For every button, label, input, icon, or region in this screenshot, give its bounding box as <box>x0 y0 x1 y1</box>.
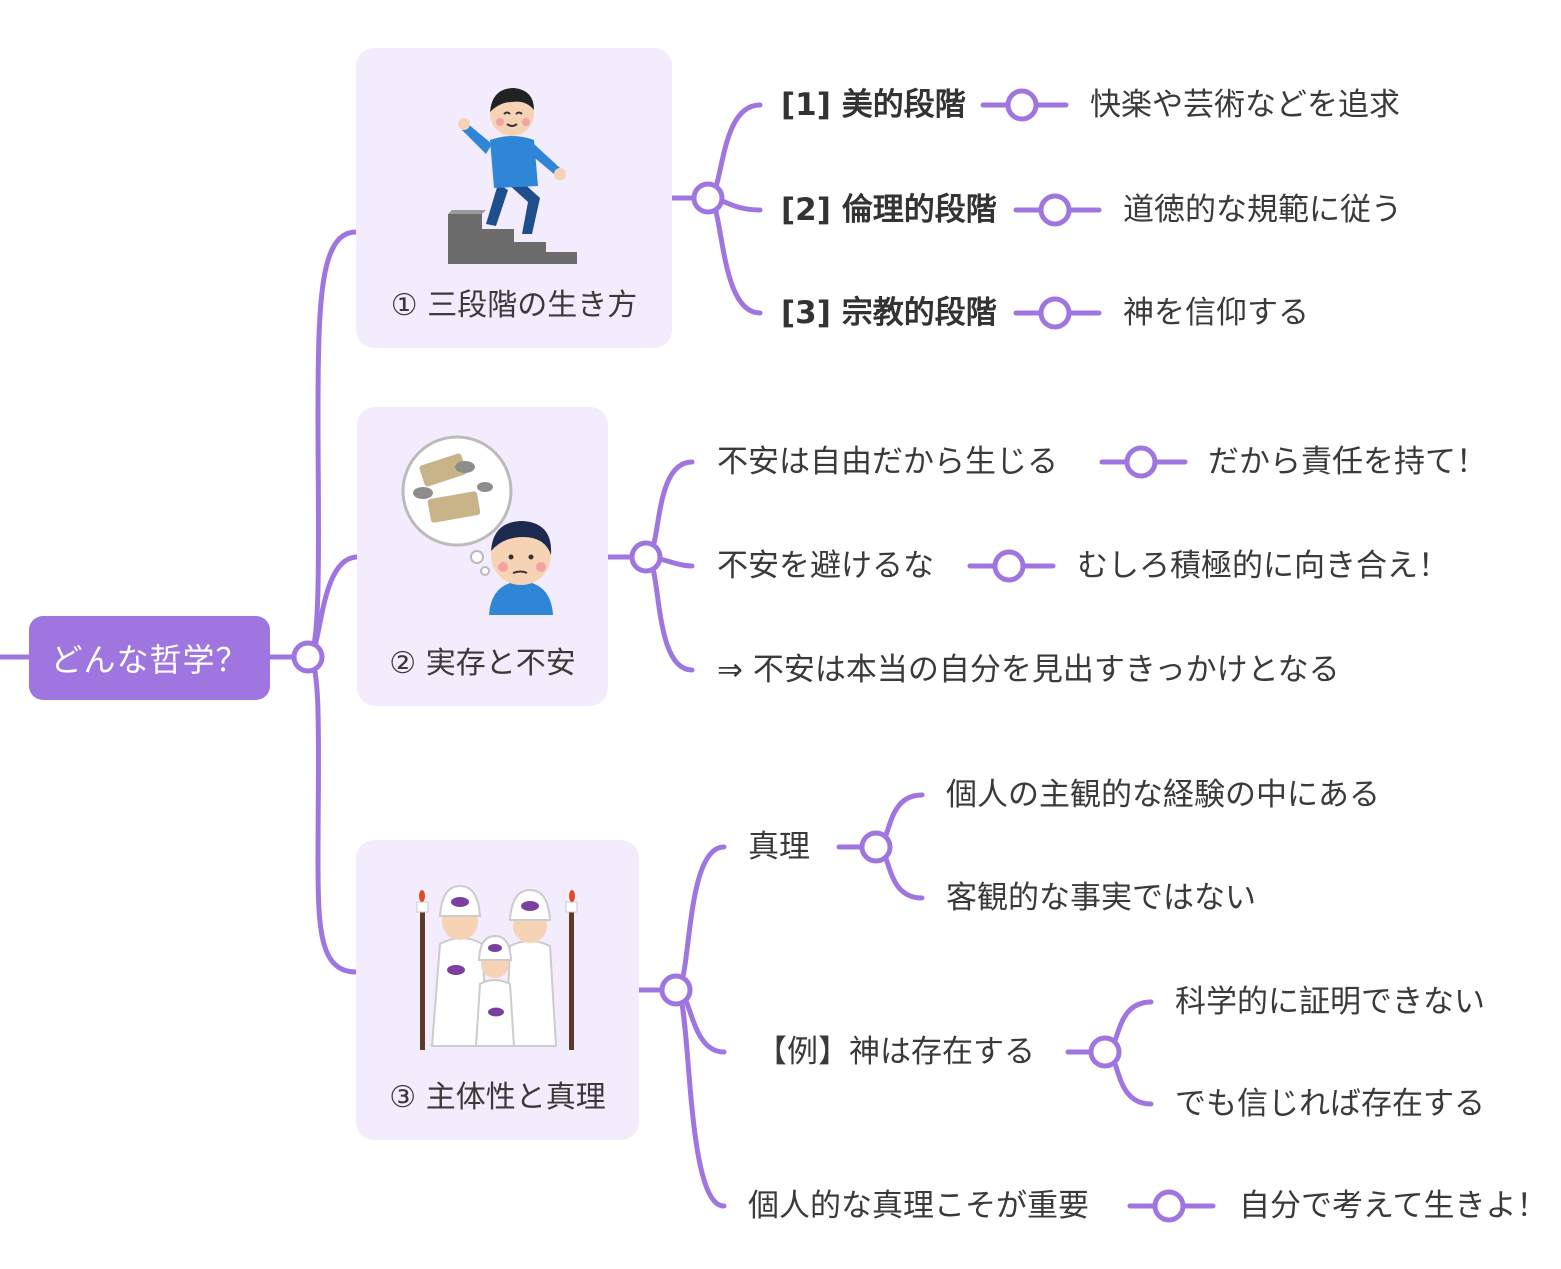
anxiety-avoid-label[interactable]: 不安を避けるな <box>717 548 934 584</box>
branch-card-three-stages[interactable]: ① 三段階の生き方 <box>356 48 672 348</box>
stage-ethical-label[interactable]: [2] 倫理的段階 <box>781 192 997 228</box>
branch-title: ② 実存と不安 <box>389 646 576 681</box>
node-circle <box>691 181 725 215</box>
branch-title: ③ 主体性と真理 <box>389 1080 606 1115</box>
personal-truth-label[interactable]: 個人的な真理こそが重要 <box>748 1188 1089 1224</box>
stage-religious-detail[interactable]: 神を信仰する <box>1123 295 1309 331</box>
example-unprovable[interactable]: 科学的に証明できない <box>1175 984 1485 1020</box>
root-node[interactable]: どんな哲学？ <box>29 616 270 700</box>
truth-subjective[interactable]: 個人の主観的な経験の中にある <box>946 777 1380 813</box>
node-circle <box>1088 1035 1122 1069</box>
node-circle <box>1038 193 1072 227</box>
node-circle <box>1152 1189 1186 1223</box>
root-node-circle <box>291 640 325 674</box>
branch-title: ① 三段階の生き方 <box>390 288 638 323</box>
node-circle <box>992 549 1026 583</box>
anxiety-conclusion[interactable]: ⇒ 不安は本当の自分を見出すきっかけとなる <box>717 652 1340 688</box>
node-circle <box>629 540 663 574</box>
anxiety-freedom-label[interactable]: 不安は自由だから生じる <box>717 444 1058 480</box>
stage-aesthetic-label[interactable]: [1] 美的段階 <box>781 87 966 123</box>
node-circle <box>1038 296 1072 330</box>
branch-card-existence-anxiety[interactable]: ② 実存と不安 <box>357 407 608 706</box>
anxiety-avoid-detail[interactable]: むしろ積極的に向き合え！ <box>1077 548 1449 584</box>
stage-aesthetic-detail[interactable]: 快楽や芸術などを追求 <box>1090 87 1400 123</box>
person-climbing-stairs-icon <box>448 88 577 264</box>
stage-religious-label[interactable]: [3] 宗教的段階 <box>781 295 997 331</box>
personal-truth-detail[interactable]: 自分で考えて生きよ！ <box>1239 1188 1548 1224</box>
stage-ethical-detail[interactable]: 道徳的な規範に従う <box>1123 192 1402 228</box>
node-circle <box>1005 88 1039 122</box>
branch-card-subjectivity-truth[interactable]: ③ 主体性と真理 <box>356 840 639 1140</box>
religious-family-icon <box>416 884 578 1050</box>
truth-label[interactable]: 真理 <box>748 829 810 865</box>
anxiety-freedom-detail[interactable]: だから責任を持て！ <box>1208 444 1487 480</box>
node-circle <box>1124 445 1158 479</box>
node-circle <box>659 973 693 1007</box>
example-god-exists[interactable]: 【例】神は存在する <box>756 1034 1035 1070</box>
root-label: どんな哲学？ <box>50 641 249 679</box>
worried-person-thinking-icon <box>401 435 553 615</box>
truth-not-objective[interactable]: 客観的な事実ではない <box>946 880 1256 916</box>
example-believe-exists[interactable]: でも信じれば存在する <box>1175 1086 1485 1122</box>
node-circle <box>859 830 893 864</box>
